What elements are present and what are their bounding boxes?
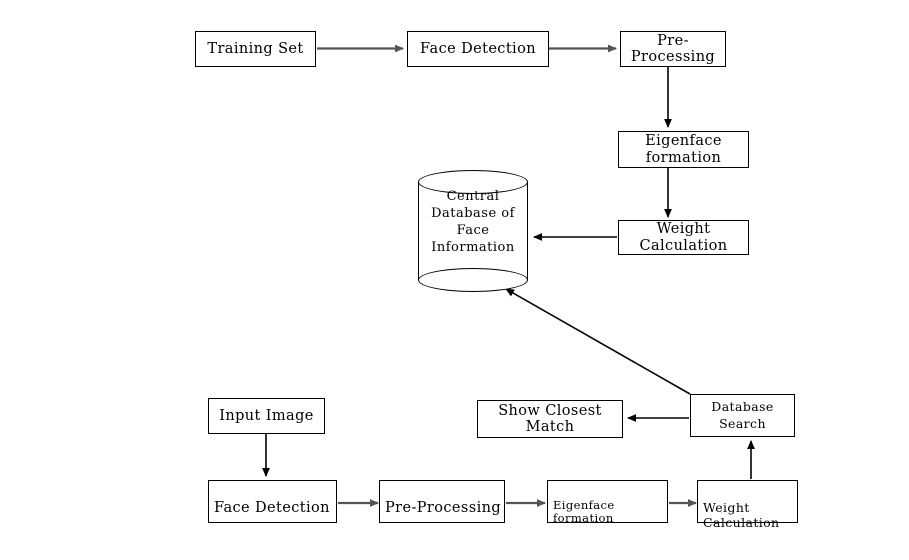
- node-eigenface-formation-top-label: Eigenface formation: [645, 133, 722, 166]
- node-central-database-label: Central Database of Face Information: [431, 189, 515, 256]
- node-database-search[interactable]: Database Search: [690, 394, 795, 437]
- edge-database-search-to-database: [505, 288, 691, 395]
- cylinder-bottom-ellipse: [418, 268, 528, 292]
- node-weight-calculation-top[interactable]: Weight Calculation: [618, 220, 749, 255]
- node-training-set-label: Training Set: [207, 40, 304, 57]
- node-eigenface-formation-top[interactable]: Eigenface formation: [618, 131, 749, 168]
- node-training-set[interactable]: Training Set: [195, 31, 316, 67]
- node-weight-calculation-top-label: Weight Calculation: [639, 221, 728, 254]
- node-input-image[interactable]: Input Image: [208, 398, 325, 434]
- cylinder-top-ellipse: [418, 170, 528, 194]
- node-weight-calculation-bottom[interactable]: Weight Calculation: [697, 480, 798, 530]
- node-face-detection-bottom-label: Face Detection: [214, 500, 330, 517]
- node-face-detection-top[interactable]: Face Detection: [407, 31, 549, 67]
- node-face-detection-bottom[interactable]: Face Detection: [208, 480, 337, 523]
- node-input-image-label: Input Image: [219, 407, 314, 424]
- node-weight-calculation-bottom-label: Weight Calculation: [703, 499, 780, 531]
- node-face-detection-top-label: Face Detection: [420, 40, 536, 57]
- node-central-database[interactable]: Central Database of Face Information: [418, 170, 528, 292]
- node-database-search-label: Database Search: [711, 399, 774, 431]
- node-eigenface-formation-bottom-label: Eigenface formation: [553, 497, 615, 525]
- node-eigenface-formation-bottom[interactable]: Eigenface formation: [547, 480, 668, 525]
- node-show-closest-match-label: Show Closest Match: [498, 402, 602, 435]
- node-pre-processing-bottom-label: Pre-Processing: [385, 500, 502, 517]
- node-show-closest-match[interactable]: Show Closest Match: [477, 400, 623, 438]
- cylinder-body: [418, 182, 528, 280]
- node-pre-processing-bottom[interactable]: Pre-Processing: [379, 480, 505, 523]
- node-pre-processing-top[interactable]: Pre-Processing: [620, 31, 726, 67]
- node-pre-processing-top-label: Pre-Processing: [630, 32, 716, 65]
